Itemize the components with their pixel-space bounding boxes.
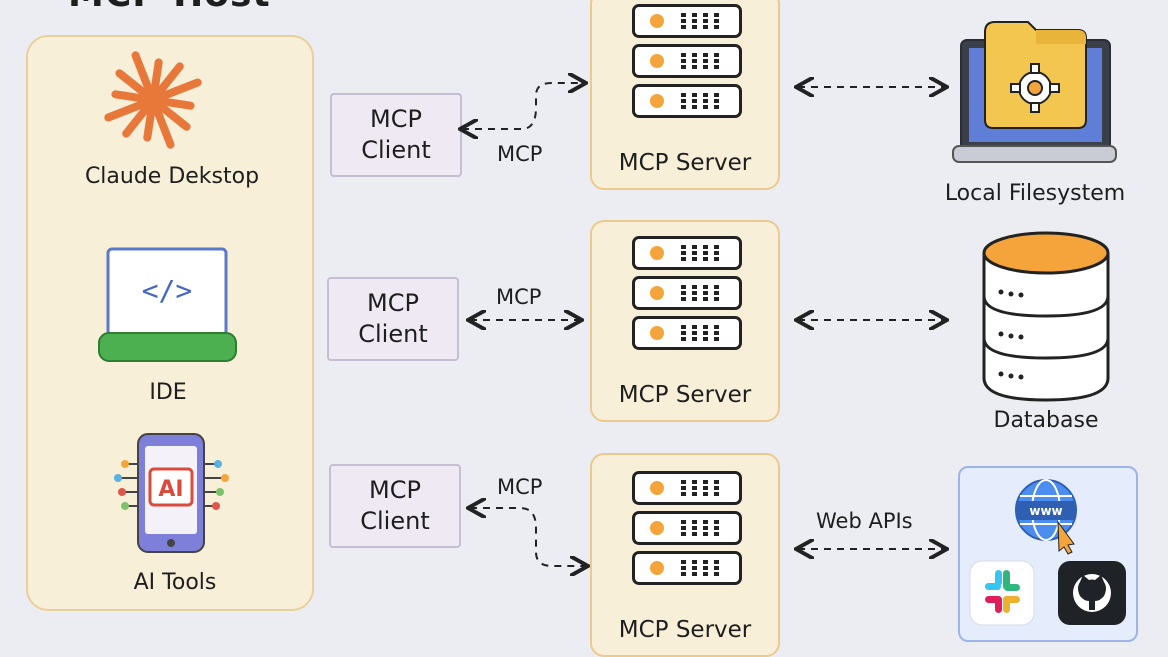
mcp-client-1: MCP Client <box>330 93 462 177</box>
server-rack-icon <box>632 511 742 545</box>
server-rack-icon <box>632 471 742 505</box>
internet-panel <box>958 466 1138 642</box>
mcp-client-3: MCP Client <box>329 464 461 548</box>
mcp-client-3-line1: MCP <box>369 476 421 504</box>
server-rack-icon <box>632 551 742 585</box>
mcp-client-1-line2: Client <box>361 136 431 164</box>
mcp-host-panel <box>26 35 314 611</box>
server-rack-icon <box>632 44 742 78</box>
mcp-server-3: MCP Server <box>590 453 780 657</box>
mcp-client-3-line2: Client <box>360 507 430 535</box>
web-apis-label: Web APIs <box>816 509 913 533</box>
mcp-server-1-label: MCP Server <box>618 150 752 176</box>
server-rack-icon <box>632 84 742 118</box>
host-item-ai-tools-label: AI Tools <box>133 570 217 595</box>
host-item-ide-label: IDE <box>149 380 187 405</box>
server-rack-icon <box>632 316 742 350</box>
database-label: Database <box>993 408 1099 433</box>
mcp-server-1: MCP Server <box>590 0 780 190</box>
server-rack-icon <box>632 236 742 270</box>
mcp-client-2-line2: Client <box>358 320 428 348</box>
mcp-server-3-label: MCP Server <box>618 617 752 643</box>
mcp-client-1-line1: MCP <box>370 105 422 133</box>
server-rack-icon <box>632 4 742 38</box>
protocol-label-3: MCP <box>497 475 543 499</box>
local-filesystem-label: Local Filesystem <box>944 181 1126 206</box>
mcp-server-2-label: MCP Server <box>618 382 752 408</box>
protocol-label-2: MCP <box>496 285 542 309</box>
protocol-label-1: MCP <box>497 142 543 166</box>
client3-server3-arrow <box>470 508 586 566</box>
diagram-title: MCP Host <box>68 0 271 15</box>
mcp-client-2: MCP Client <box>327 277 459 361</box>
mcp-client-2-line1: MCP <box>367 289 419 317</box>
host-item-claude-desktop-label: Claude Dekstop <box>84 164 260 189</box>
mcp-server-2: MCP Server <box>590 220 780 422</box>
server-rack-icon <box>632 276 742 310</box>
client1-server1-arrow <box>462 83 584 129</box>
